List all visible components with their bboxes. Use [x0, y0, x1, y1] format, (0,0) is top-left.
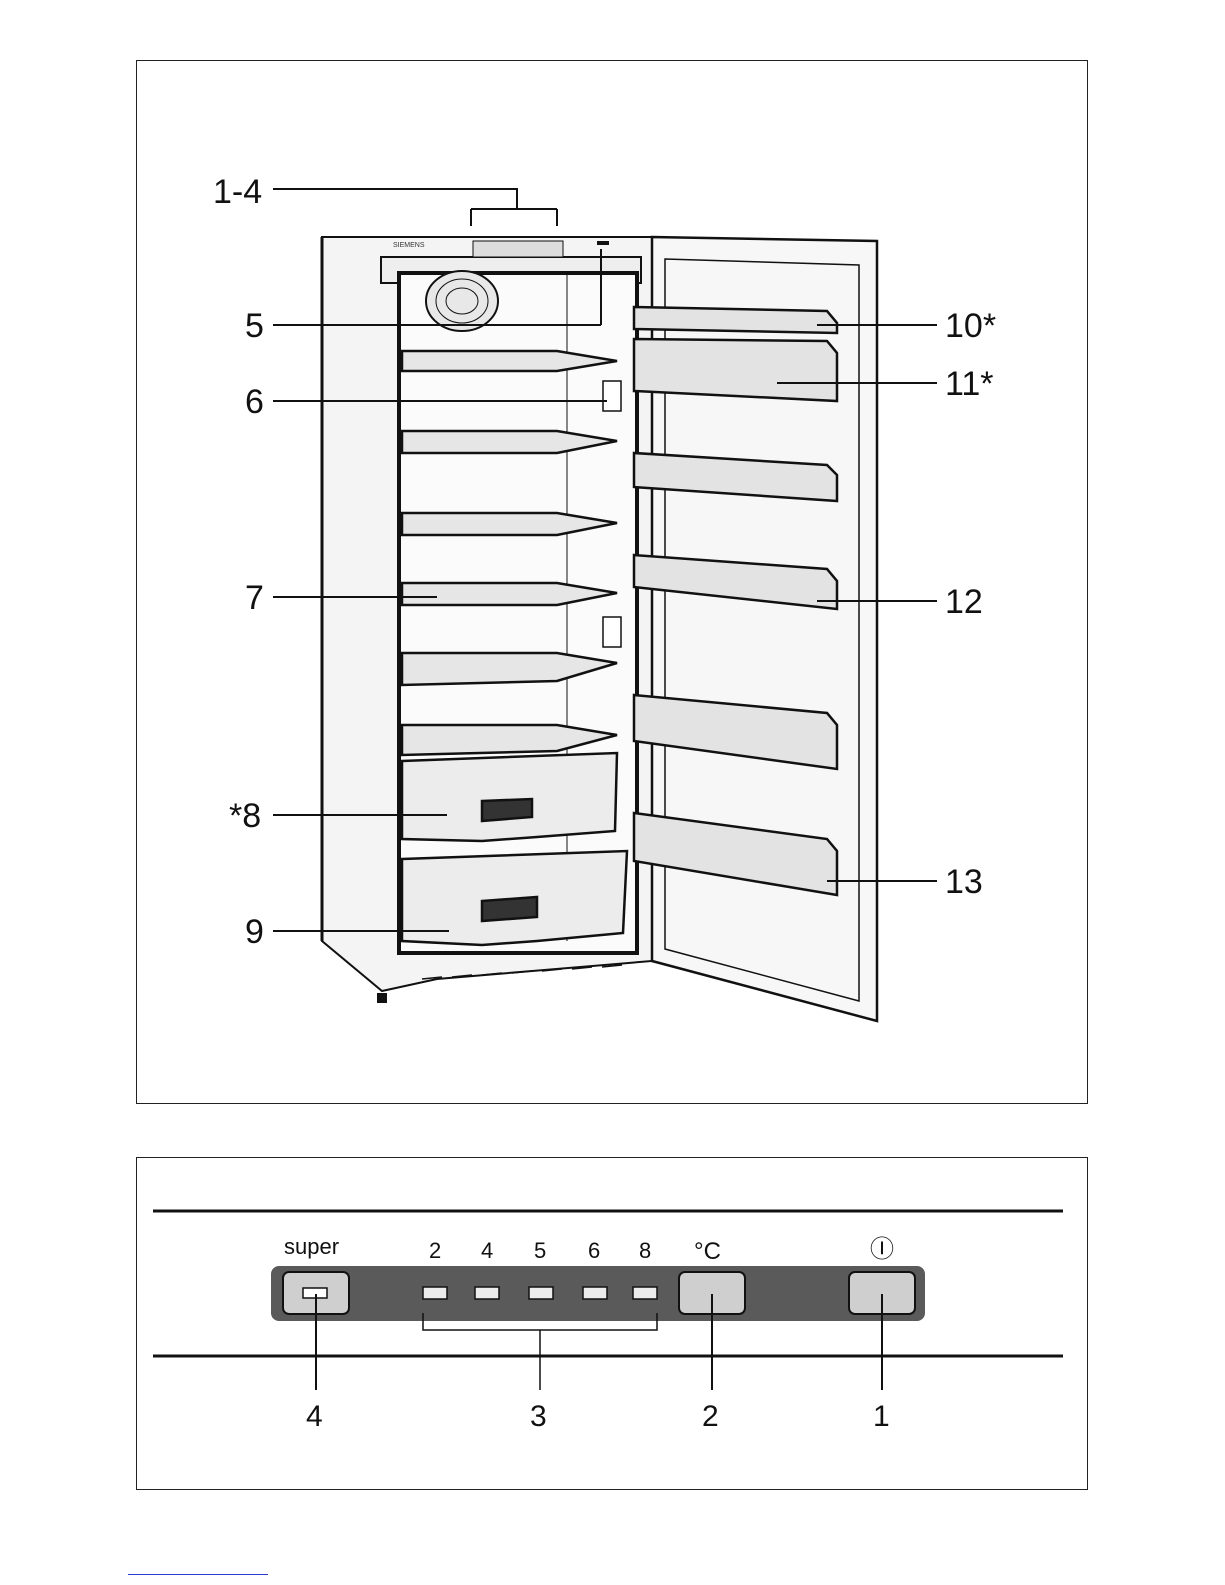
callout-13: 13 [945, 863, 983, 901]
level-label-6: 6 [588, 1238, 600, 1263]
level-label-8: 8 [639, 1238, 651, 1263]
brand-text: SIEMENS [393, 242, 425, 249]
callout-3-bracket [423, 1313, 657, 1390]
callout-8: *8 [229, 797, 261, 835]
fridge-illustration: SIEMENS [137, 61, 1089, 1105]
level-label-2: 2 [429, 1238, 441, 1263]
callout-6: 6 [245, 383, 264, 421]
power-icon: Ⓘ [870, 1236, 894, 1263]
callout-1: 1 [873, 1400, 890, 1433]
temperature-symbol: °C [694, 1238, 721, 1265]
led-5 [529, 1287, 553, 1299]
callout-1-4: 1-4 [213, 173, 262, 211]
fridge-diagram-panel: SIEMENS [136, 60, 1088, 1104]
led-4 [475, 1287, 499, 1299]
bottom-link-underline[interactable] [128, 1574, 268, 1575]
callout-12: 12 [945, 583, 983, 621]
callout-4: 4 [306, 1400, 323, 1433]
callout-11: 11* [945, 365, 994, 403]
callout-2: 2 [702, 1400, 719, 1433]
callout-10: 10* [945, 307, 996, 345]
callout-5: 5 [245, 307, 264, 345]
callout-9: 9 [245, 913, 264, 951]
level-label-5: 5 [534, 1238, 546, 1263]
control-panel-illustration: super 2 4 5 6 8 °C Ⓘ 4 3 2 1 [137, 1158, 1089, 1491]
level-label-4: 4 [481, 1238, 493, 1263]
callout-7: 7 [245, 579, 264, 617]
control-panel-diagram: super 2 4 5 6 8 °C Ⓘ 4 3 2 1 [136, 1157, 1088, 1490]
led-6 [583, 1287, 607, 1299]
led-2 [423, 1287, 447, 1299]
led-8 [633, 1287, 657, 1299]
callout-3: 3 [530, 1400, 547, 1433]
callout-1-4-bracket [273, 189, 557, 226]
super-label: super [284, 1234, 339, 1259]
